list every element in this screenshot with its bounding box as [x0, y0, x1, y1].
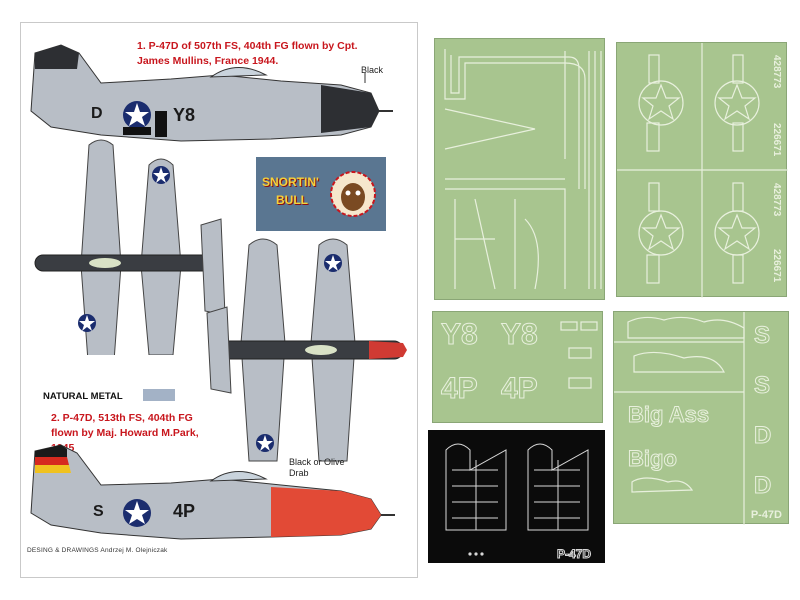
- code-y8-mask-2: Y8: [501, 318, 539, 352]
- names-mask-sheet: Big Ass Bigo S S D D P-47D: [613, 311, 789, 525]
- serial-number-bottom: 226671: [771, 249, 782, 283]
- canopy-mask-sheet: [434, 38, 605, 300]
- aircraft-1-top-views: [34, 139, 226, 355]
- stars-mask-sheet: 428773 226671 428773 226671: [616, 42, 788, 298]
- aircraft-2-code-left: S: [93, 503, 104, 520]
- code-4p-mask-2: 4P: [501, 372, 539, 406]
- name-mask-bigo: Bigo: [628, 446, 678, 472]
- code-y8-mask-1: Y8: [441, 318, 479, 352]
- canopy-frame-outlines: [444, 49, 602, 290]
- serial-number-lower: 428773: [771, 183, 782, 217]
- type-label-mask: P-47D: [750, 509, 782, 521]
- letter-d-mask-2: D: [753, 472, 772, 500]
- name-cloud-outlines: [614, 312, 745, 525]
- caption-aircraft-1: 1. P-47D of 507th FS, 404th FG flown by …: [137, 40, 358, 67]
- letter-d-mask-1: D: [753, 422, 772, 450]
- aircraft-1-code-left: D: [91, 105, 103, 122]
- note-black-or-olive: Black or Olive Drab: [289, 457, 345, 478]
- codes-mask-sheet: Y8 Y8 4P 4P: [432, 311, 603, 423]
- letter-s-mask-2: S: [753, 372, 771, 400]
- aircraft-2-side-view: [30, 444, 395, 540]
- wheel-mask-sheet: P-47D: [428, 430, 605, 563]
- credits-line: DESING & DRAWINGS Andrzej M. Olejniczak: [27, 547, 168, 554]
- aircraft-2-top-views: [78, 238, 407, 462]
- letter-s-mask-1: S: [753, 322, 771, 350]
- bull-emblem-icon: [330, 171, 376, 217]
- serial-number-top: 428773: [771, 55, 782, 89]
- natural-metal-label: NATURAL METAL: [43, 391, 123, 402]
- star-insignia-outlines: [617, 43, 788, 298]
- serial-number-mid: 226671: [771, 123, 782, 157]
- instruction-sheet: D Y8 1. P-47D of 507th FS, 404th FG flow…: [20, 22, 418, 578]
- bar-outlines: [560, 321, 598, 389]
- wheel-hub-outlines: [445, 443, 589, 556]
- aircraft-2-code-right: 4P: [173, 501, 196, 521]
- wheel-sheet-type-label: P-47D: [556, 547, 591, 562]
- name-mask-big-ass: Big Ass: [627, 402, 710, 428]
- note-black: Black: [361, 65, 384, 75]
- aircraft-1-code-right: Y8: [173, 105, 196, 125]
- code-4p-mask-1: 4P: [441, 372, 479, 406]
- natural-metal-swatch: [143, 389, 175, 401]
- nose-art-title-line-2: BULL: [276, 193, 308, 207]
- aircraft-1-side-view: [30, 44, 393, 142]
- nose-art-panel: SNORTIN' BULL: [256, 157, 386, 231]
- nose-art-title-line-1: SNORTIN': [262, 175, 319, 189]
